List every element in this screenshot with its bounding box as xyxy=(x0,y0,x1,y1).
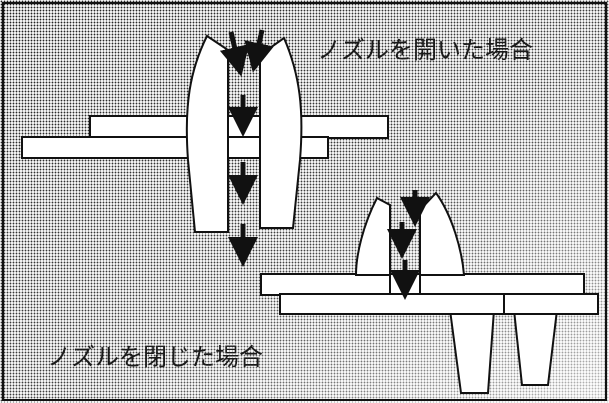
open-left-lip xyxy=(185,34,229,233)
open-lower-plate xyxy=(21,136,329,159)
closed-flow-arrows xyxy=(387,190,430,300)
closed-lower-plate xyxy=(279,293,599,315)
open-upper-plate xyxy=(89,115,389,139)
open-arrow-in-right xyxy=(244,29,274,73)
closed-right-lip xyxy=(419,191,466,276)
closed-left-lip xyxy=(354,196,391,276)
open-arrow-in-left xyxy=(219,31,250,77)
closed-label: ノズルを閉じた場合 xyxy=(47,343,263,371)
open-nozzle xyxy=(21,34,389,233)
open-right-lip xyxy=(259,36,303,229)
open-label: ノズルを開いた場合 xyxy=(317,36,533,64)
open-flow-arrows xyxy=(219,29,274,267)
closed-nozzle xyxy=(260,191,599,394)
closed-upper-plate xyxy=(260,273,585,296)
